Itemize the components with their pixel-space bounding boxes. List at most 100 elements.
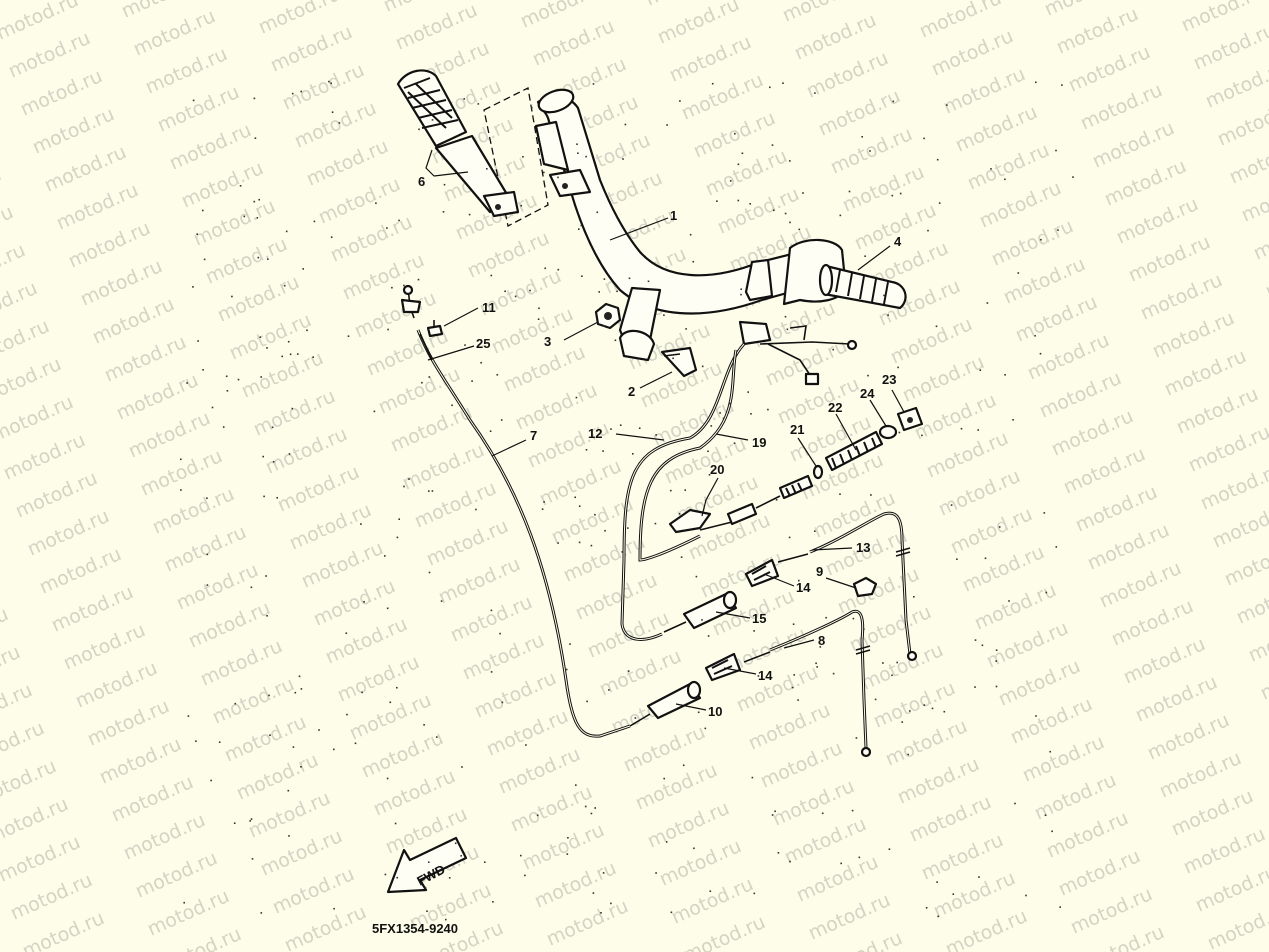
speckle — [852, 617, 855, 620]
speckle — [950, 504, 953, 506]
callout-11: 11 — [482, 300, 496, 315]
speckle — [998, 526, 1001, 528]
speckle — [747, 391, 749, 393]
speckle — [753, 630, 755, 632]
cover-part-10 — [629, 680, 702, 727]
speckle — [627, 527, 629, 529]
speckle — [386, 607, 389, 610]
callout-20: 20 — [710, 462, 724, 477]
speckle — [187, 715, 190, 717]
speckle — [590, 812, 593, 815]
speckle — [684, 489, 686, 491]
speckle — [468, 213, 471, 216]
speckle — [1014, 802, 1016, 805]
speckle — [471, 380, 473, 382]
speckle — [943, 710, 946, 713]
speckle — [851, 809, 854, 812]
speckle — [1055, 149, 1057, 152]
speckle — [774, 810, 776, 813]
speckle — [287, 340, 290, 343]
speckle — [1043, 512, 1046, 514]
speckle — [797, 699, 799, 701]
speckle — [679, 100, 681, 102]
speckle — [514, 295, 517, 298]
speckle — [663, 777, 665, 780]
speckle — [192, 99, 195, 102]
speckle — [709, 890, 712, 892]
speckle — [196, 233, 198, 235]
speckle — [490, 274, 493, 277]
speckle — [580, 224, 583, 227]
speckle — [504, 290, 506, 293]
speckle — [734, 132, 736, 135]
speckle — [840, 862, 842, 865]
speckle — [814, 530, 816, 532]
speckle — [544, 267, 546, 270]
speckle — [832, 672, 835, 675]
speckle — [250, 818, 253, 820]
speckle — [524, 874, 526, 877]
callout-14a: 14 — [796, 580, 811, 595]
speckle — [693, 847, 695, 850]
speckle — [707, 635, 710, 637]
speckle — [294, 691, 297, 694]
speckle — [798, 228, 801, 231]
speckle — [848, 190, 851, 193]
speckle — [347, 335, 350, 337]
speckle — [180, 458, 182, 461]
callout-13: 13 — [856, 540, 870, 555]
speckle — [1049, 750, 1051, 753]
speckle — [921, 434, 923, 437]
speckle — [624, 123, 627, 126]
speckle — [384, 873, 387, 876]
speckle — [600, 912, 602, 914]
speckle — [520, 854, 522, 857]
speckle — [802, 192, 804, 194]
speckle — [557, 176, 559, 179]
speckle — [408, 478, 410, 480]
speckle — [610, 902, 612, 905]
speckle — [701, 365, 704, 368]
speckle — [701, 619, 703, 621]
speckle — [418, 128, 420, 131]
speckle — [226, 390, 229, 392]
speckle — [222, 426, 225, 428]
speckle — [692, 260, 695, 263]
speckle — [443, 183, 446, 186]
speckle — [628, 277, 631, 280]
speckle — [798, 579, 800, 582]
speckle — [331, 111, 334, 113]
speckle — [460, 855, 462, 857]
speckle — [647, 280, 650, 283]
speckle — [870, 494, 872, 496]
speckle — [262, 455, 264, 458]
speckle — [203, 258, 206, 261]
speckle — [710, 425, 713, 427]
speckle — [784, 212, 787, 215]
cable-part-7 — [400, 284, 631, 738]
speckle — [665, 841, 668, 843]
speckle — [1044, 814, 1047, 816]
speckle — [1004, 178, 1006, 181]
speckle — [211, 406, 214, 409]
speckle — [863, 628, 865, 630]
speckle — [896, 661, 898, 664]
speckle — [313, 220, 316, 223]
speckle — [288, 453, 291, 455]
speckle — [565, 668, 568, 671]
speckle — [306, 329, 308, 332]
speckle — [396, 686, 398, 689]
cable-end-part-21 — [755, 464, 824, 509]
callout-2: 2 — [628, 384, 635, 399]
speckle — [250, 586, 253, 589]
screw-part-11 — [426, 320, 444, 338]
speckle — [500, 419, 503, 421]
speckle — [936, 158, 939, 161]
callout-3: 3 — [544, 334, 551, 349]
callout-9: 9 — [816, 564, 823, 579]
speckle — [292, 746, 295, 748]
speckle — [825, 616, 827, 619]
speckle — [614, 339, 617, 342]
speckle — [276, 497, 278, 499]
